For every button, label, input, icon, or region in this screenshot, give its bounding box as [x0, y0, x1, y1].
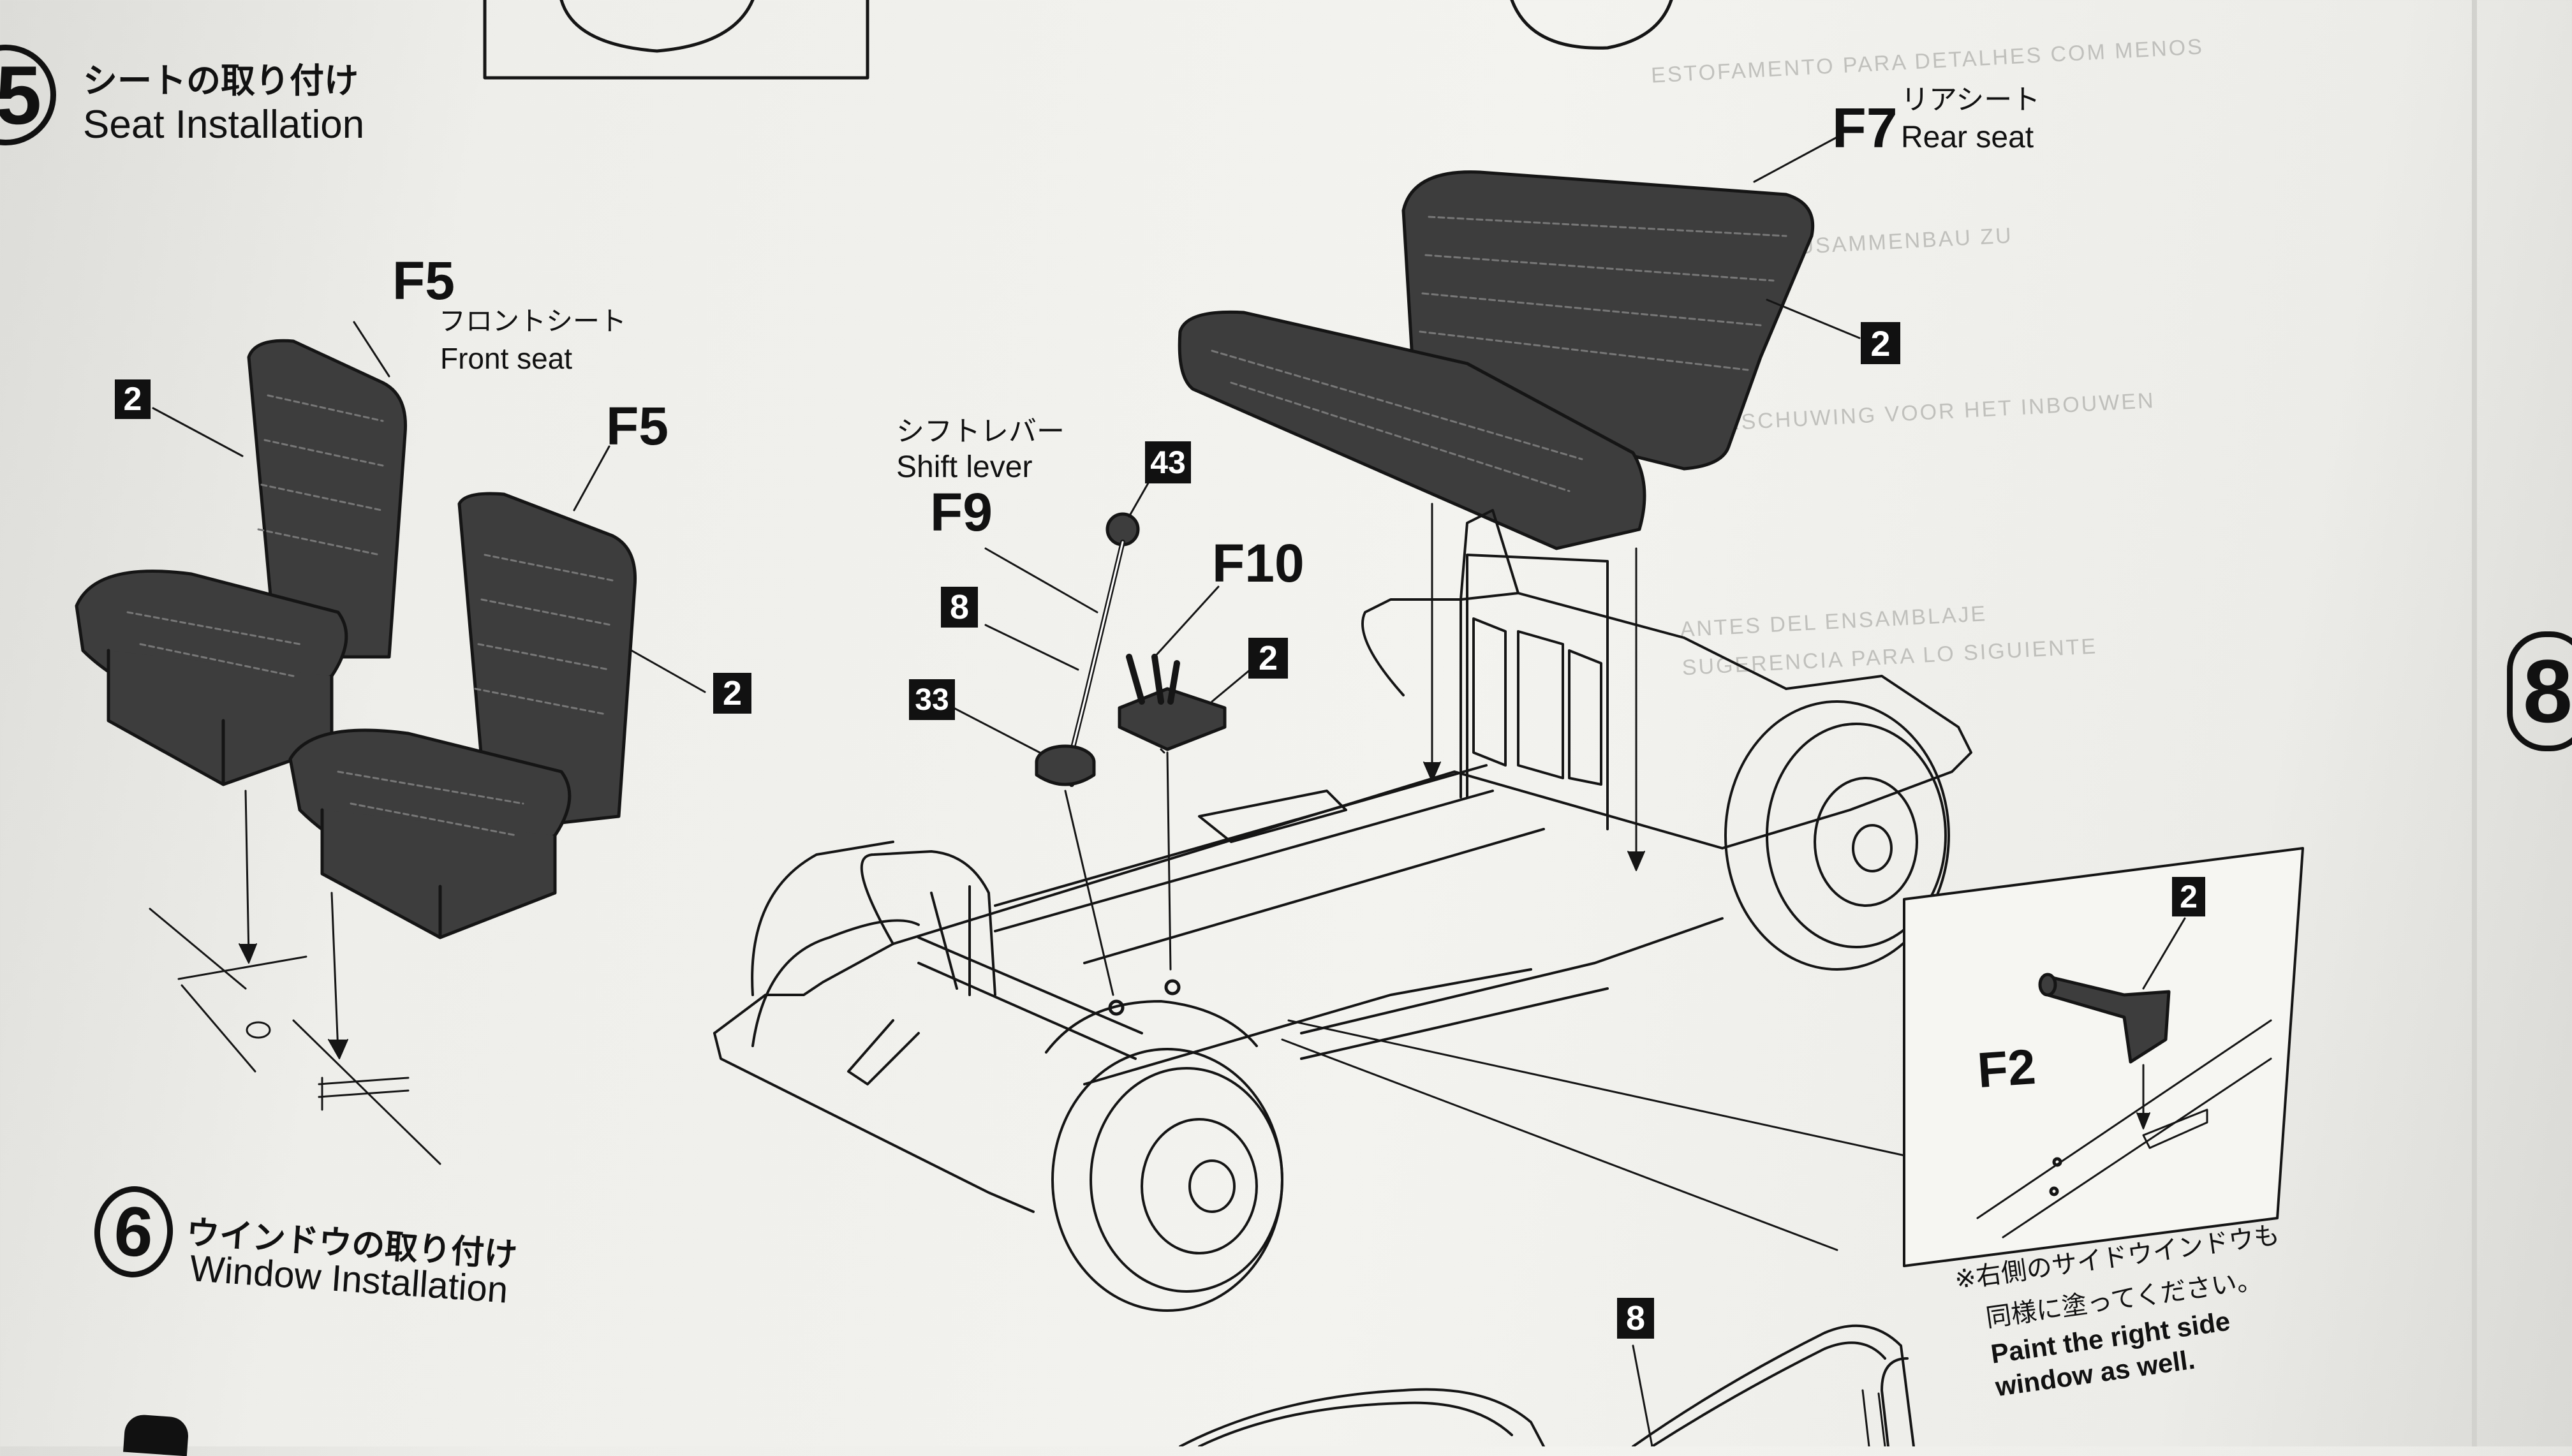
leader-rear-seat	[1753, 136, 1838, 183]
paint-code-badge: 2	[2172, 877, 2205, 916]
shift-lever-code: F9	[930, 482, 993, 542]
paint-code-badge: 8	[941, 587, 978, 628]
previous-step-wheel	[559, 0, 755, 53]
paint-code-badge: 2	[1861, 322, 1900, 364]
front-seat-code-2: F5	[606, 396, 669, 456]
detail-part-code: F2	[1976, 1038, 2037, 1099]
step-5-title-jp: シートの取り付け	[83, 61, 358, 101]
rear-seat-code: F7	[1832, 96, 1898, 159]
leader-c2-b	[630, 649, 706, 693]
top-wheel-fragment	[1510, 0, 1673, 50]
leader-f9	[984, 547, 1098, 614]
step-5-digit: 5	[0, 48, 42, 142]
arrow-shift-lever	[1064, 790, 1114, 996]
shift-lever	[1035, 512, 1140, 787]
step-next-digit: 8	[2523, 641, 2572, 741]
leader-f10	[1153, 585, 1220, 658]
shift-lever-label-jp: シフトレバー	[896, 415, 1065, 448]
detail-inset	[1903, 847, 2304, 1267]
front-seat-label-en: Front seat	[440, 342, 573, 375]
step-next-number: 8	[2507, 631, 2572, 751]
paint-code-badge: 2	[1248, 638, 1288, 679]
rear-seat-label-en: Rear seat	[1901, 121, 2034, 154]
arrow-front-seat-1	[244, 790, 250, 958]
arrow-front-seat-2	[330, 892, 339, 1054]
leader-c8	[984, 624, 1079, 671]
step-5-title-en: Seat Installation	[83, 103, 365, 147]
paint-code-badge: 2	[115, 379, 151, 419]
page-gutter	[2472, 0, 2477, 1446]
front-seat-right	[288, 492, 637, 939]
leader-c2-rear	[1766, 298, 1861, 339]
next-step-marker-fragment	[123, 1413, 189, 1456]
arrow-shift-base	[1166, 751, 1172, 971]
paint-code-badge: 33	[909, 679, 955, 720]
previous-step-frame	[483, 0, 869, 80]
front-seat-label-jp: フロントシート	[439, 305, 627, 337]
leader-c33	[952, 707, 1041, 754]
detail-pointer	[1281, 1019, 1915, 1251]
front-seat-left	[75, 339, 408, 786]
leader-front-seat-2	[573, 445, 610, 511]
rear-wheel	[1724, 700, 1950, 971]
floor-rail-fragment	[149, 908, 441, 1165]
leader-c2-shift	[1211, 668, 1252, 703]
window-part-fragments	[1179, 1324, 1915, 1446]
shift-base	[1118, 654, 1227, 754]
paint-code-badge: 8	[1617, 1298, 1654, 1339]
step-5-number: 5	[0, 45, 56, 145]
rear-seat	[1178, 170, 1815, 550]
rear-seat-label-jp: リアシート	[1901, 84, 2041, 116]
chassis-body	[713, 509, 1972, 1213]
paint-code-badge: 2	[713, 673, 751, 714]
shift-base-code: F10	[1212, 533, 1304, 593]
leader-c2-a	[152, 407, 244, 457]
shift-lever-label-en: Shift lever	[896, 450, 1033, 484]
front-seat-code-1: F5	[392, 251, 455, 311]
front-left-arch	[751, 919, 920, 1047]
leader-front-seat-1	[353, 321, 390, 378]
paint-code-badge: 43	[1145, 441, 1191, 483]
front-wheel	[1045, 1000, 1283, 1312]
